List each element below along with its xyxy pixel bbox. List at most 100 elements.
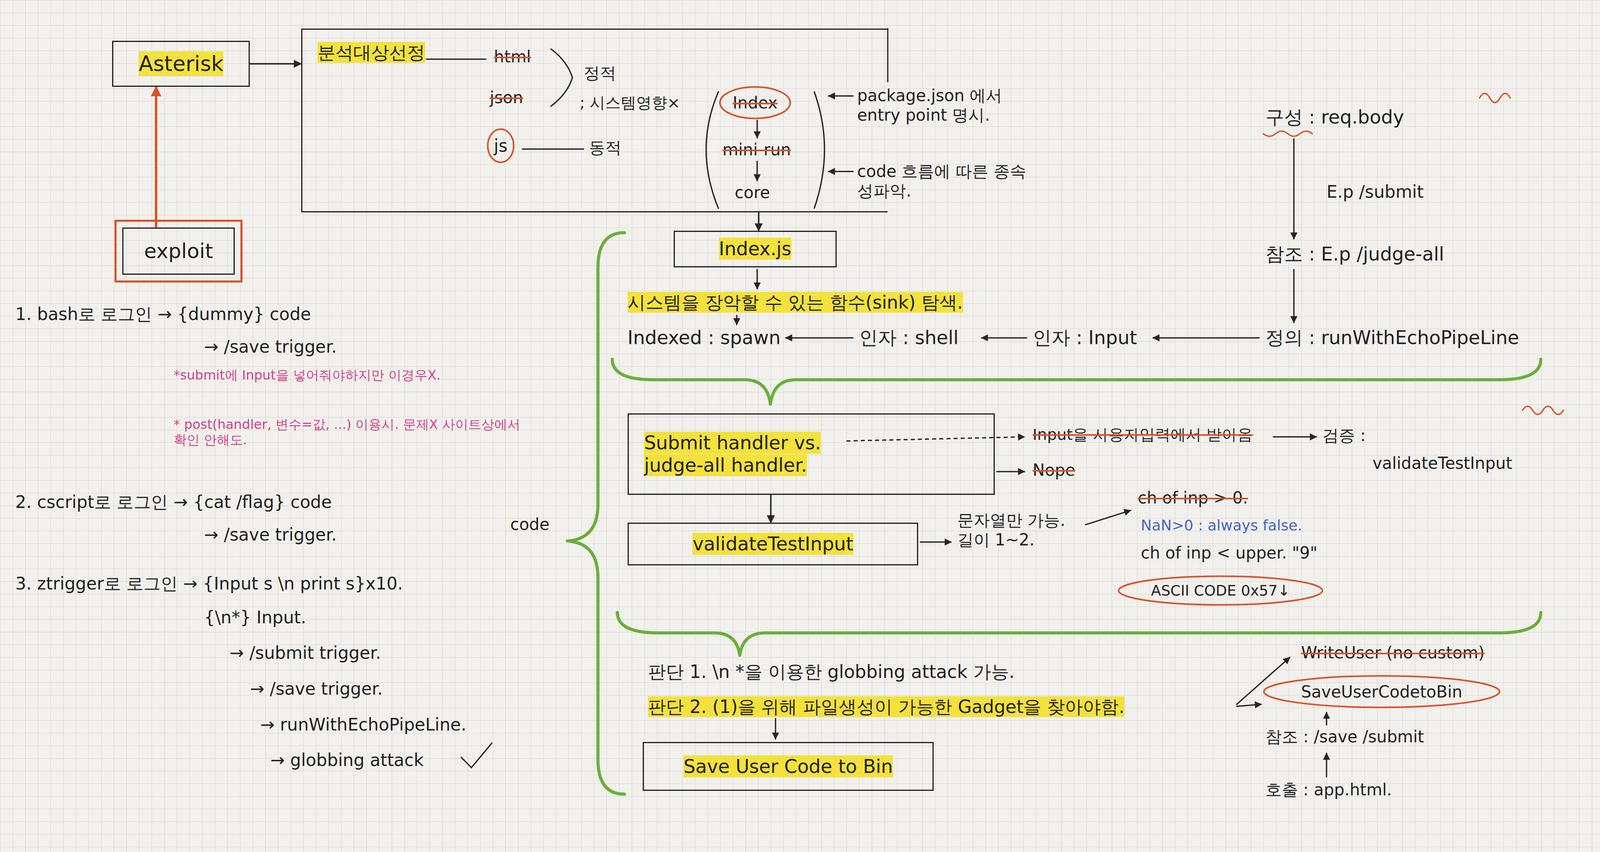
note-label-wrap: 정적 <box>583 63 617 83</box>
red-squiggle <box>1479 93 1511 103</box>
flow-arrow <box>1236 657 1290 705</box>
note-label-wrap: Nope <box>1032 460 1076 480</box>
red-circle <box>1263 675 1500 708</box>
analysis-region: 분석대상선정 <box>301 28 889 213</box>
note-text: ; 시스템영향× <box>579 93 681 112</box>
note-label-wrap: ch of inp < upper. "9" <box>1140 542 1318 563</box>
node-text-wrap: validateTestInput <box>692 532 853 556</box>
note-text: 정의 : runWithEchoPipeLine <box>1265 326 1520 349</box>
note-text: Index <box>732 93 778 113</box>
note-label-wrap: 2. cscript로 로그인 → {cat /flag} code <box>15 491 333 513</box>
note-text: js <box>493 135 508 156</box>
handler-box: Submit handler vs. judge-all handler. <box>627 413 995 495</box>
note-text: 참조 : E.p /judge-all <box>1265 242 1445 265</box>
flow-arrow <box>736 315 738 325</box>
note-label-wrap: Index <box>732 92 778 113</box>
exploit-box: exploit <box>122 227 235 275</box>
note-label-wrap: code 흐름에 따른 종속성파악. <box>857 161 1041 201</box>
note-label-wrap: validateTestInput <box>1372 453 1513 473</box>
flow-arrow <box>981 337 1027 339</box>
note-label-wrap: 구성 : req.body <box>1265 105 1405 129</box>
note-text: NaN>0 : always false. <box>1140 516 1303 534</box>
curly-brace <box>567 232 625 794</box>
note-text: core <box>734 182 771 202</box>
flow-arrow <box>1273 436 1317 438</box>
note-text: → runWithEchoPipeLine. <box>260 714 467 735</box>
red-circle <box>720 86 791 119</box>
dash-line <box>426 58 486 60</box>
note-text: package.json 에서 entry point 명시. <box>857 85 1003 125</box>
note-text: 3. ztrigger로 로그인 → {Input s \n print s}x… <box>15 573 404 594</box>
note-text: {\n*} Input. <box>204 607 307 628</box>
node-text-wrap: 분석대상선정 <box>317 41 426 64</box>
note-label-wrap: Indexed : spawn <box>627 326 781 349</box>
note-text: ch of inp < upper. "9" <box>1140 543 1318 562</box>
flow-arrow <box>996 470 1025 472</box>
title-box: Asterisk <box>112 40 250 87</box>
note-text: → globbing attack <box>270 749 424 770</box>
note-label-wrap: Input을 사용자입력에서 받아옴 <box>1032 425 1254 445</box>
note-label-wrap: 동적 <box>588 137 622 158</box>
note-text: ASCII CODE 0x57↓ <box>1150 581 1290 599</box>
note-label-wrap: *submit에 Input을 넣어줘야하지만 이경우X. <box>173 367 526 383</box>
note-label-wrap: 인자 : Input <box>1032 326 1138 349</box>
dotted-arrow <box>846 436 1025 441</box>
note-label-wrap: ch of inp > 0. <box>1137 487 1248 508</box>
note-label-wrap: 판단 1. \n *을 이용한 globbing attack 가능. <box>647 661 1015 683</box>
note-text: mini-run <box>722 140 792 159</box>
function-box: Save User Code to Bin <box>642 741 934 791</box>
note-text: 동적 <box>588 138 622 157</box>
note-text: E.p /submit <box>1326 181 1424 202</box>
note-text: → /save trigger. <box>204 336 338 357</box>
note-text: Input을 사용자입력에서 받아옴 <box>1032 425 1254 444</box>
note-text: ch of inp > 0. <box>1137 488 1248 507</box>
red-squiggle <box>1522 406 1564 415</box>
note-text: 인자 : shell <box>859 326 959 349</box>
flow-arrow <box>774 718 776 739</box>
note-label-wrap: 시스템을 장악할 수 있는 함수(sink) 탐색. <box>627 291 964 314</box>
note-text: 참조 : /save /submit <box>1265 727 1425 746</box>
note-label-wrap: ; 시스템영향× <box>579 93 681 113</box>
note-text: json <box>489 88 524 107</box>
note-text: 2. cscript로 로그인 → {cat /flag} code <box>15 491 333 512</box>
note-label-wrap: 판단 2. (1)을 위해 파일생성이 가능한 Gadget을 찾아야함. <box>647 696 1125 718</box>
bracket <box>814 91 825 208</box>
note-label-wrap: ASCII CODE 0x57↓ <box>1150 581 1290 600</box>
note-text: SaveUserCodetoBin <box>1300 682 1463 701</box>
dash-line <box>522 148 584 150</box>
flow-arrow <box>1325 712 1327 725</box>
note-text: code 흐름에 따른 종속성파악. <box>857 161 1027 201</box>
flow-arrow <box>1293 269 1295 323</box>
note-label-wrap: 1. bash로 로그인 → {dummy} code <box>15 304 312 325</box>
note-label-wrap: 참조 : /save /submit <box>1265 726 1425 747</box>
note-text: html <box>493 47 532 67</box>
note-text: 판단 1. \n *을 이용한 globbing attack 가능. <box>647 661 1015 682</box>
red-circle <box>487 129 514 163</box>
note-label-wrap: → /save trigger. <box>204 524 338 545</box>
note-label-wrap: js <box>493 135 508 157</box>
node-text-wrap: exploit <box>144 238 214 264</box>
flow-arrow <box>1293 138 1295 239</box>
leader-arrow <box>828 95 853 97</box>
note-label-wrap: → /save trigger. <box>249 678 383 699</box>
note-label-wrap: → globbing attack <box>270 749 424 771</box>
bracket <box>706 91 719 208</box>
node-text: exploit <box>144 239 214 263</box>
connector-arrow <box>758 212 760 231</box>
note-label-wrap: 3. ztrigger로 로그인 → {Input s \n print s}x… <box>15 573 404 594</box>
note-label-wrap: NaN>0 : always false. <box>1140 516 1303 534</box>
file-box: Index.js <box>673 230 838 268</box>
note-label-wrap: 정의 : runWithEchoPipeLine <box>1265 326 1520 349</box>
note-text: Nope <box>1032 460 1076 480</box>
red-squiggle <box>1263 131 1313 137</box>
note-label-wrap: 인자 : shell <box>859 326 959 349</box>
flow-arrow <box>1236 704 1262 707</box>
note-label-wrap: html <box>493 46 532 67</box>
note-label-wrap: 문자열만 가능. 길이 1~2. <box>957 510 1085 550</box>
connector-arrow <box>154 86 158 228</box>
flow-arrow <box>920 541 951 543</box>
node-text: Submit handler vs. judge-all handler. <box>643 431 821 477</box>
note-text: 구성 : req.body <box>1265 105 1405 128</box>
connector-arrow <box>249 63 301 65</box>
note-label-wrap: code <box>510 514 550 534</box>
